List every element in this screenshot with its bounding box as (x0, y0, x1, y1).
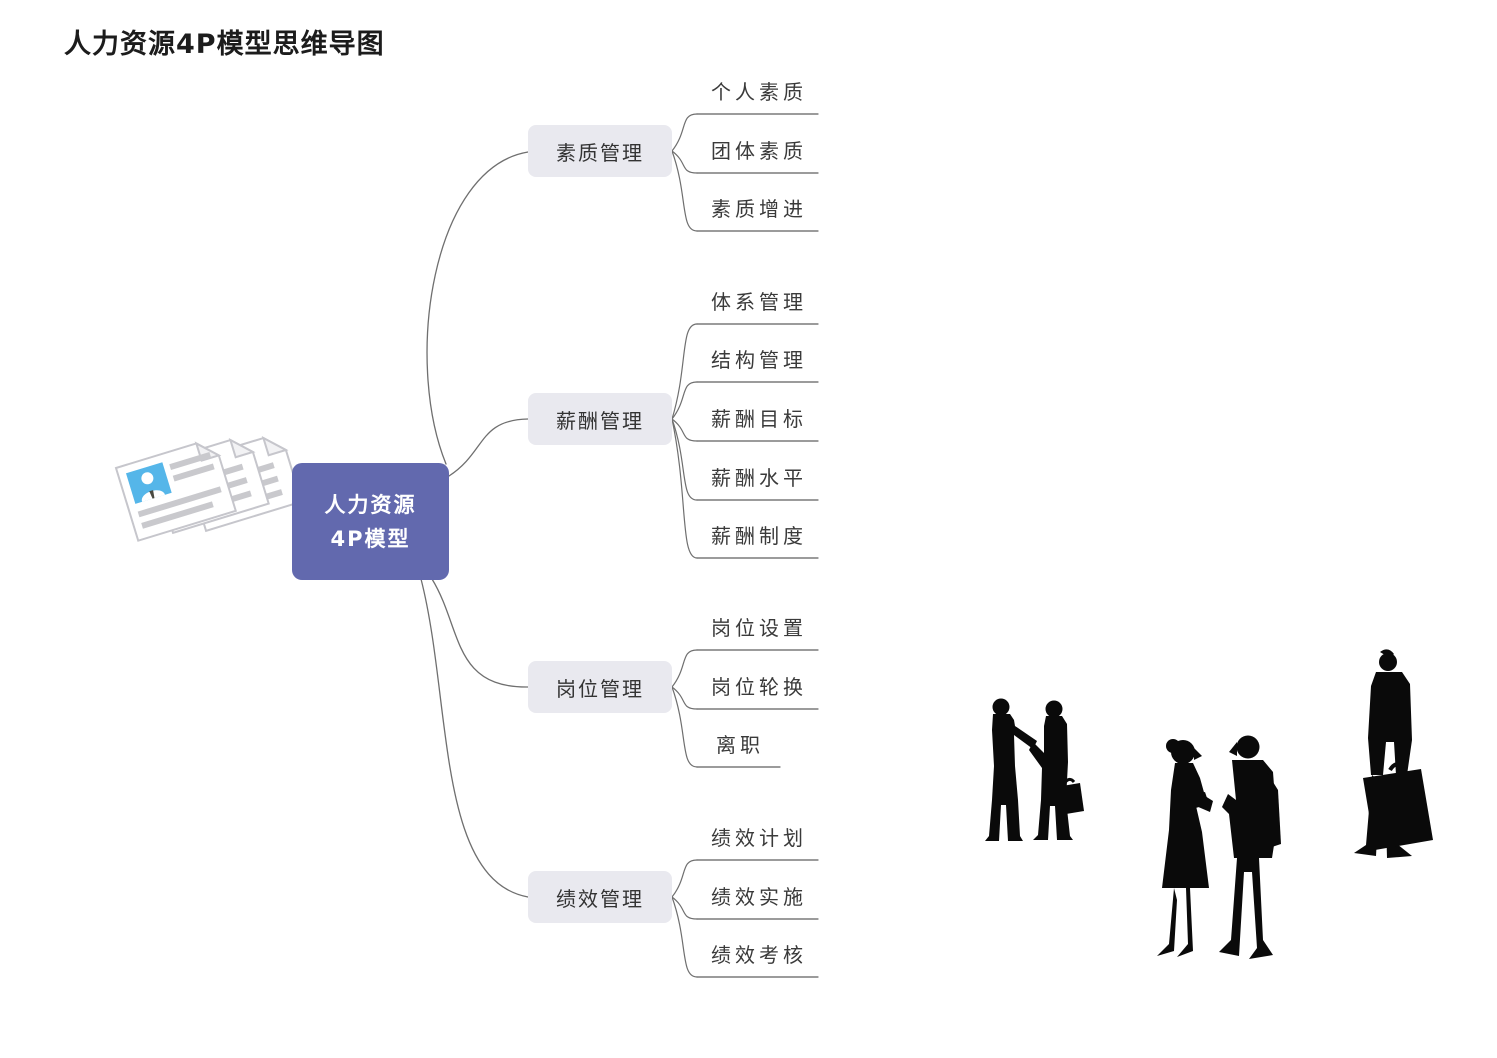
leaf-underlines (696, 113, 819, 978)
branch-leaf-connectors (671, 113, 698, 978)
conversation-silhouette (1157, 735, 1281, 959)
leaf-structure-management[interactable]: 结构管理 (711, 348, 807, 372)
branch-compensation-management[interactable]: 薪酬管理 (528, 393, 672, 445)
leaf-salary-policy[interactable]: 薪酬制度 (711, 524, 807, 548)
leaf-performance-plan[interactable]: 绩效计划 (711, 826, 807, 850)
central-node-hr-4p-model[interactable]: 人力资源 4P模型 (292, 463, 449, 580)
businessman-briefcase-silhouette (1354, 649, 1433, 858)
leaf-system-management[interactable]: 体系管理 (711, 290, 807, 314)
leaf-performance-assessment[interactable]: 绩效考核 (711, 943, 807, 967)
resume-stack-illustration (114, 436, 303, 542)
branch-performance-management[interactable]: 绩效管理 (528, 871, 672, 923)
branch-position-management[interactable]: 岗位管理 (528, 661, 672, 713)
leaf-resignation[interactable]: 离职 (716, 733, 764, 757)
leaf-group-quality[interactable]: 团体素质 (711, 139, 807, 163)
leaf-salary-level[interactable]: 薪酬水平 (711, 466, 807, 490)
leaf-quality-improvement[interactable]: 素质增进 (711, 197, 807, 221)
central-node-line1: 人力资源 (324, 492, 417, 517)
leaf-position-setup[interactable]: 岗位设置 (711, 616, 807, 640)
central-branch-connectors (420, 151, 529, 898)
page-title: 人力资源4P模型思维导图 (64, 29, 385, 60)
leaf-salary-target[interactable]: 薪酬目标 (711, 407, 807, 431)
branch-quality-management[interactable]: 素质管理 (528, 125, 672, 177)
leaf-personal-quality[interactable]: 个人素质 (711, 80, 807, 104)
business-people-silhouettes (985, 649, 1433, 959)
central-node-line2: 4P模型 (330, 526, 411, 551)
handshake-silhouette (985, 698, 1084, 841)
leaf-performance-implementation[interactable]: 绩效实施 (711, 885, 807, 909)
leaf-position-rotation[interactable]: 岗位轮换 (711, 675, 807, 699)
